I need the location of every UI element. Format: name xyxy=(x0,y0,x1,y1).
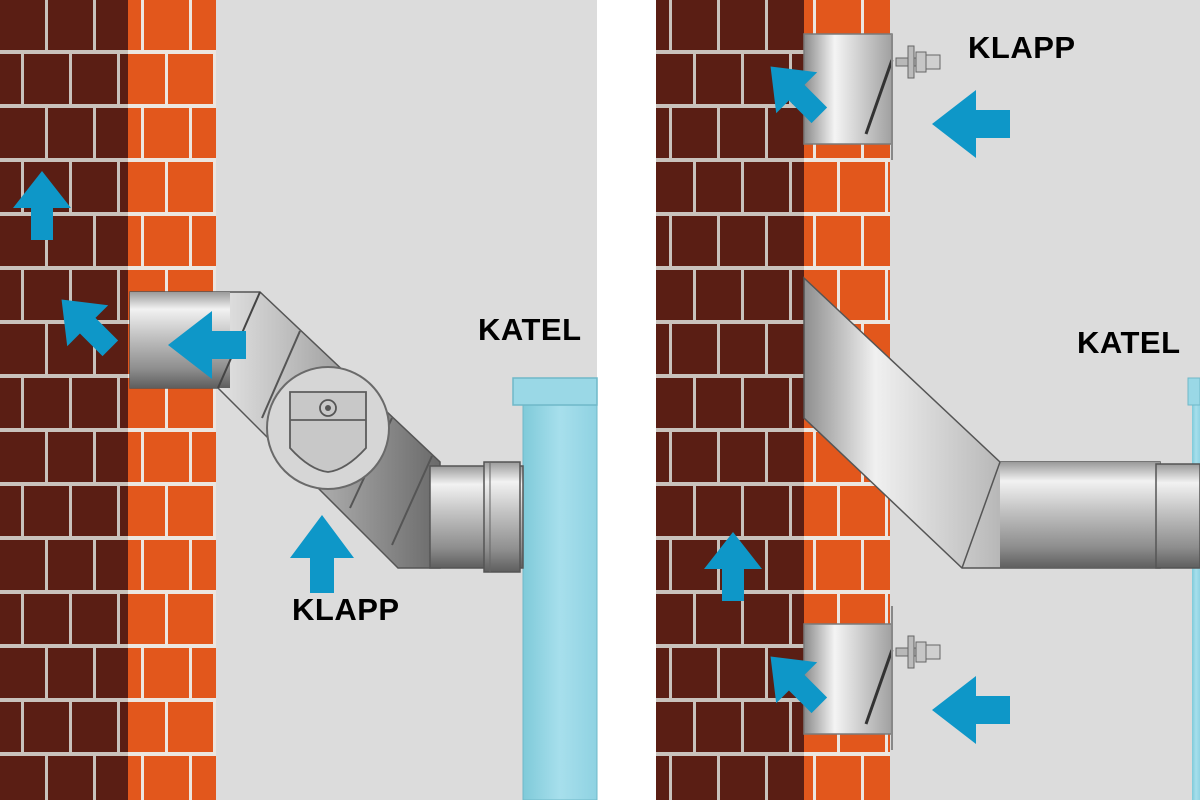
flow-arrow-icon xyxy=(13,171,71,240)
flow-arrow-icon xyxy=(770,656,828,714)
right-boiler xyxy=(1187,377,1200,800)
flow-arrow-icon xyxy=(932,676,1010,744)
flow-arrow-icon xyxy=(932,90,1010,158)
right-damper-label: KLAPP xyxy=(968,30,1076,65)
damper-knob-icon xyxy=(895,635,941,669)
left-damper-label: KLAPP xyxy=(292,592,400,627)
flow-arrow-icon xyxy=(770,66,828,124)
right-flue-pipe xyxy=(803,276,1200,569)
flow-arrow-icon xyxy=(290,515,354,593)
left-flow-arrows xyxy=(13,171,354,593)
left-damper xyxy=(266,366,390,490)
damper-knob-icon xyxy=(895,45,941,79)
flow-arrow-icon xyxy=(61,299,119,357)
left-boiler xyxy=(512,377,598,801)
left-panel xyxy=(0,0,598,801)
right-boiler-label: KATEL xyxy=(1077,325,1181,360)
flow-arrow-icon xyxy=(704,532,762,601)
left-boiler-label: KATEL xyxy=(478,312,582,347)
damper-knob-icon xyxy=(319,399,337,417)
flow-arrow-icon xyxy=(168,311,246,379)
right-panel xyxy=(656,0,1200,800)
right-top-damper xyxy=(803,33,941,160)
left-wall-outer-bricks xyxy=(128,0,216,800)
left-wall-inner-bricks xyxy=(0,0,128,800)
right-flow-arrows xyxy=(704,66,1010,744)
